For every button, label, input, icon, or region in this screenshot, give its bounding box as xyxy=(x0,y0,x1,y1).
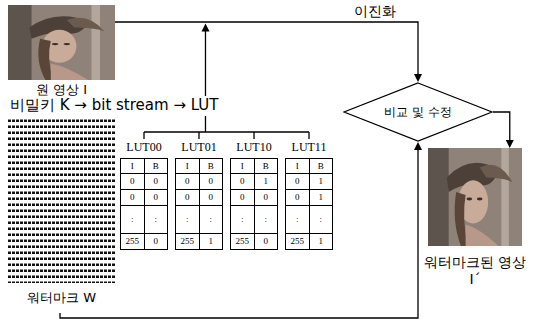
image-caption: 워터마크 W xyxy=(8,290,115,306)
table-cell: I xyxy=(176,159,200,174)
table-cell: 0 xyxy=(145,234,169,250)
lut-table: LUT00IB0000::2550 xyxy=(120,140,168,254)
table-cell: B xyxy=(310,159,334,174)
table-cell: 0 xyxy=(255,234,279,250)
lut-tick xyxy=(143,132,144,139)
lut-tick xyxy=(198,132,199,139)
table-cell: B xyxy=(145,159,169,174)
table-cell: : xyxy=(255,206,279,234)
table-cell: 255 xyxy=(286,234,310,250)
lut-name: LUT01 xyxy=(171,140,227,154)
table-cell: I xyxy=(121,159,145,174)
table-cell: 0 xyxy=(145,174,169,190)
lut-grid: IB0101::2551 xyxy=(285,158,333,250)
table-cell: 0 xyxy=(176,174,200,190)
table-cell: 0 xyxy=(255,190,279,206)
image-box: 원 영상 I xyxy=(8,5,115,80)
table-cell: 1 xyxy=(310,174,334,190)
lut-bracket xyxy=(144,131,309,132)
table-cell: : xyxy=(231,206,255,234)
table-cell: : xyxy=(145,206,169,234)
table-cell: : xyxy=(310,206,334,234)
table-cell: I xyxy=(231,159,255,174)
table-cell: 0 xyxy=(145,190,169,206)
lut-up-line xyxy=(205,29,206,96)
table-cell: 1 xyxy=(200,234,224,250)
table-cell: 0 xyxy=(121,174,145,190)
connector-line xyxy=(60,148,418,318)
original-photo xyxy=(8,5,115,80)
table-cell: 0 xyxy=(286,190,310,206)
table-cell: 255 xyxy=(231,234,255,250)
lut-name: LUT00 xyxy=(116,140,172,154)
table-cell: 0 xyxy=(200,174,224,190)
lut-tick xyxy=(308,132,309,139)
decision-text: 비교 및 수정 xyxy=(384,105,452,119)
lut-tree xyxy=(144,24,309,140)
table-cell: I xyxy=(286,159,310,174)
lut-table: LUT10IB0100::2550 xyxy=(230,140,278,254)
watermarked-photo xyxy=(428,148,522,246)
table-cell: : xyxy=(176,206,200,234)
table-cell: : xyxy=(200,206,224,234)
table-cell: 0 xyxy=(231,174,255,190)
table-cell: 0 xyxy=(121,190,145,206)
table-cell: B xyxy=(200,159,224,174)
arrow-connector xyxy=(60,142,422,318)
table-cell: 0 xyxy=(176,190,200,206)
lut-grid: IB0000::2551 xyxy=(175,158,223,250)
lut-table: LUT01IB0000::2551 xyxy=(175,140,223,254)
image-box: 워터마크된 영상 I´ xyxy=(428,148,522,246)
arrow-head xyxy=(414,142,422,150)
lut-table: LUT11IB0101::2551 xyxy=(285,140,333,254)
lut-tick xyxy=(253,132,254,139)
lut-name: LUT11 xyxy=(281,140,337,154)
key-chain-label: 비밀키 K → bit stream → LUT xyxy=(10,97,218,114)
table-cell: 0 xyxy=(231,190,255,206)
arrow-head xyxy=(506,140,514,148)
lut-name: LUT10 xyxy=(226,140,282,154)
table-cell: 0 xyxy=(200,190,224,206)
table-cell: 1 xyxy=(310,234,334,250)
table-cell: 0 xyxy=(286,174,310,190)
image-caption: 워터마크된 영상 I´ xyxy=(422,254,528,288)
arrow-head xyxy=(414,74,422,82)
table-cell: : xyxy=(286,206,310,234)
image-caption: 원 영상 I xyxy=(2,82,121,97)
arrow-connector xyxy=(493,112,514,148)
decision-diamond: 비교 및 수정 xyxy=(343,82,493,142)
edge-label: 이진화 xyxy=(352,3,398,20)
table-cell: 255 xyxy=(121,234,145,250)
watermark-pattern xyxy=(8,118,115,283)
lut-stem xyxy=(205,116,206,132)
table-cell: 1 xyxy=(310,190,334,206)
table-cell: 1 xyxy=(255,174,279,190)
table-cell: B xyxy=(255,159,279,174)
arrow-head xyxy=(201,24,209,32)
lut-grid: IB0100::2550 xyxy=(230,158,278,250)
image-box: 워터마크 W xyxy=(8,118,115,313)
connector-line xyxy=(493,112,510,142)
table-cell: 255 xyxy=(176,234,200,250)
table-cell: : xyxy=(121,206,145,234)
connector-line xyxy=(115,22,418,76)
arrow-connector xyxy=(115,22,422,82)
lut-grid: IB0000::2550 xyxy=(120,158,168,250)
diamond-shape xyxy=(344,83,492,141)
